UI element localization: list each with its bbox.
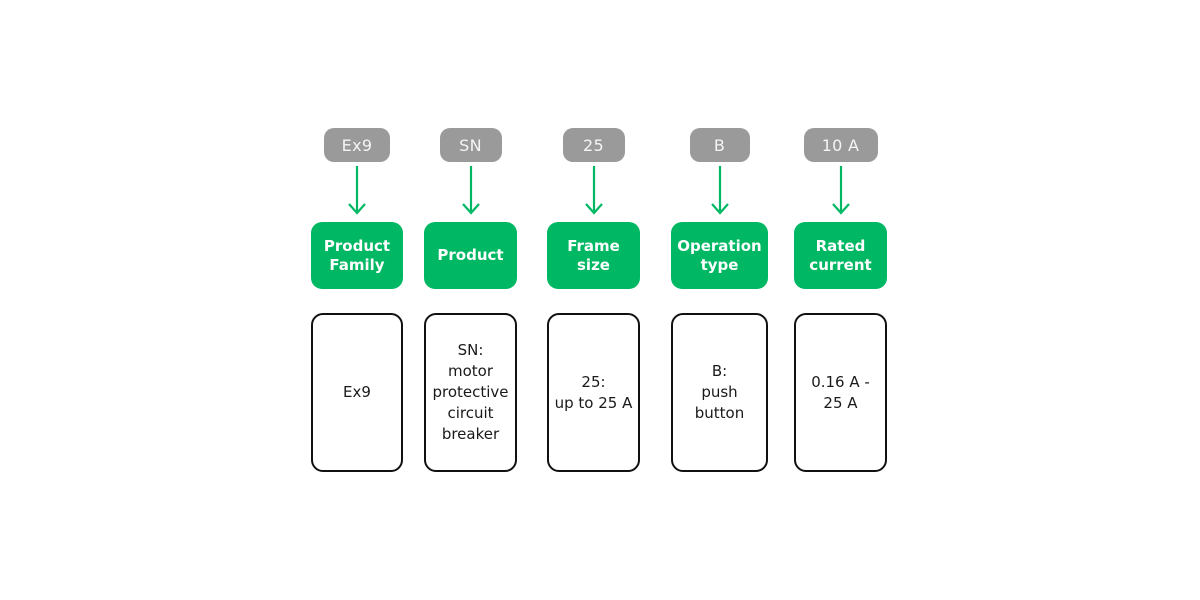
category-label: Frame size	[547, 222, 640, 289]
description-box: 0.16 A - 25 A	[794, 313, 887, 472]
description-box: Ex9	[311, 313, 403, 472]
code-badge: SN	[439, 128, 502, 162]
category-label: Product Family	[311, 222, 403, 289]
column-operation-type: B Operation type B: push button	[671, 128, 768, 472]
category-label: Rated current	[794, 222, 887, 289]
down-arrow-icon	[709, 162, 731, 222]
down-arrow-icon	[346, 162, 368, 222]
down-arrow-icon	[460, 162, 482, 222]
down-arrow-icon	[583, 162, 605, 222]
code-badge: B	[689, 128, 750, 162]
column-product-family: Ex9 Product Family Ex9	[311, 128, 403, 472]
column-frame-size: 25 Frame size 25: up to 25 A	[547, 128, 640, 472]
description-box: B: push button	[671, 313, 768, 472]
down-arrow-icon	[830, 162, 852, 222]
description-box: 25: up to 25 A	[547, 313, 640, 472]
category-label: Operation type	[671, 222, 768, 289]
code-badge: Ex9	[324, 128, 390, 162]
column-rated-current: 10 A Rated current 0.16 A - 25 A	[794, 128, 887, 472]
category-label: Product	[424, 222, 517, 289]
column-product: SN Product SN: motor protective circuit …	[424, 128, 517, 472]
code-badge: 10 A	[803, 128, 878, 162]
description-box: SN: motor protective circuit breaker	[424, 313, 517, 472]
code-badge: 25	[562, 128, 625, 162]
